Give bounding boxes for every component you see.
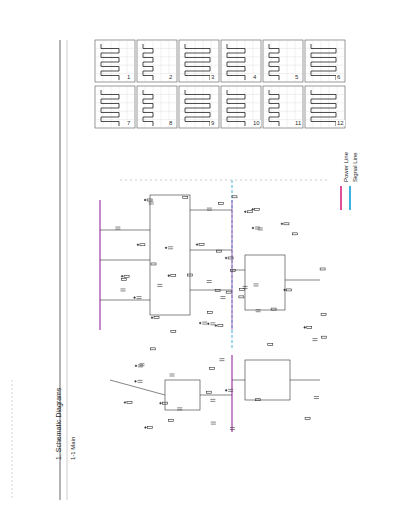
waveform-number: 5 (294, 74, 299, 80)
waveform-number: 4 (252, 74, 257, 80)
waveform-number: 6 (336, 74, 341, 80)
legend-text: Power Line (343, 152, 349, 182)
waveform-number: 1 (126, 74, 131, 80)
waveform-number: 2 (168, 74, 173, 80)
waveform-number: 12 (336, 120, 345, 126)
waveform-number: 7 (126, 120, 131, 126)
legend-swatch (349, 186, 351, 210)
waveform-number: 9 (210, 120, 215, 126)
section-heading: 1-1 Main (70, 437, 76, 460)
legend-text: Signal Line (352, 152, 358, 182)
waveform-number: 3 (210, 74, 215, 80)
waveform-number: 10 (252, 120, 261, 126)
legend-swatch (340, 186, 342, 210)
waveform-number: 8 (168, 120, 173, 126)
waveform-number: 11 (294, 120, 302, 126)
page-title: 1. Schematic Diagrams (55, 388, 62, 460)
